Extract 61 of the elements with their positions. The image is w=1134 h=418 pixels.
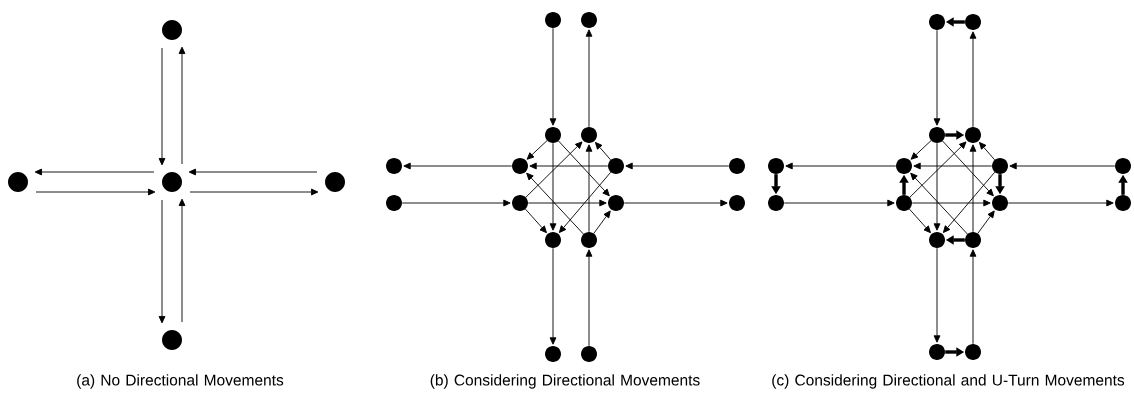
- arrow: [158, 47, 166, 166]
- arrow: [913, 162, 993, 170]
- arrow: [558, 140, 610, 197]
- node-dot: [162, 330, 182, 350]
- arrow: [178, 198, 186, 323]
- arrow: [979, 141, 996, 161]
- arrow: [158, 199, 166, 324]
- arrow: [529, 162, 609, 170]
- arrow: [549, 247, 557, 345]
- caption: (a) No Directional Movements: [77, 374, 284, 389]
- arrow: [526, 172, 584, 235]
- arrow: [585, 249, 593, 347]
- arrow: [977, 210, 995, 234]
- arrow: [35, 188, 156, 196]
- node-dot: [545, 12, 561, 28]
- arrow: [1009, 162, 1116, 170]
- arrow: [783, 199, 895, 207]
- node-dot: [581, 346, 597, 362]
- arrow: [585, 29, 593, 128]
- arrow: [527, 199, 607, 207]
- node-dot: [162, 172, 182, 192]
- arrow: [942, 171, 996, 233]
- node-dot: [729, 158, 745, 174]
- arrow: [401, 199, 511, 207]
- arrow: [933, 247, 941, 343]
- arrow: [969, 31, 977, 128]
- arrow: [910, 172, 968, 235]
- arrow: [595, 141, 612, 161]
- arrow: [403, 162, 513, 170]
- arrow: [909, 208, 931, 234]
- arrow: [1007, 199, 1114, 207]
- arrow: [525, 141, 583, 198]
- arrow: [785, 162, 897, 170]
- arrow: [34, 168, 155, 176]
- arrow: [933, 142, 941, 231]
- node-dot: [162, 20, 182, 40]
- arrow: [623, 199, 728, 207]
- arrow: [558, 171, 612, 233]
- node-dot: [8, 172, 28, 192]
- arrow: [625, 162, 730, 170]
- arrow: [189, 188, 319, 196]
- arrow: [549, 142, 557, 231]
- arrow: [525, 208, 547, 234]
- arrow: [188, 168, 318, 176]
- node-dot: [1115, 158, 1131, 174]
- caption: (c) Considering Directional and U-Turn Movements: [772, 374, 1125, 389]
- node-dot: [325, 172, 345, 192]
- caption: (b) Considering Directional Movements: [430, 374, 700, 389]
- arrow: [969, 144, 977, 233]
- arrow: [911, 199, 991, 207]
- arrow: [593, 210, 611, 234]
- arrow: [549, 27, 557, 126]
- arrow: [585, 144, 593, 233]
- arrow: [933, 29, 941, 126]
- arrow: [910, 140, 932, 160]
- arrow: [526, 140, 548, 160]
- arrow: [178, 46, 186, 165]
- arrow: [942, 140, 994, 197]
- arrow: [909, 141, 967, 198]
- node-dot: [386, 195, 402, 211]
- arrow: [969, 249, 977, 345]
